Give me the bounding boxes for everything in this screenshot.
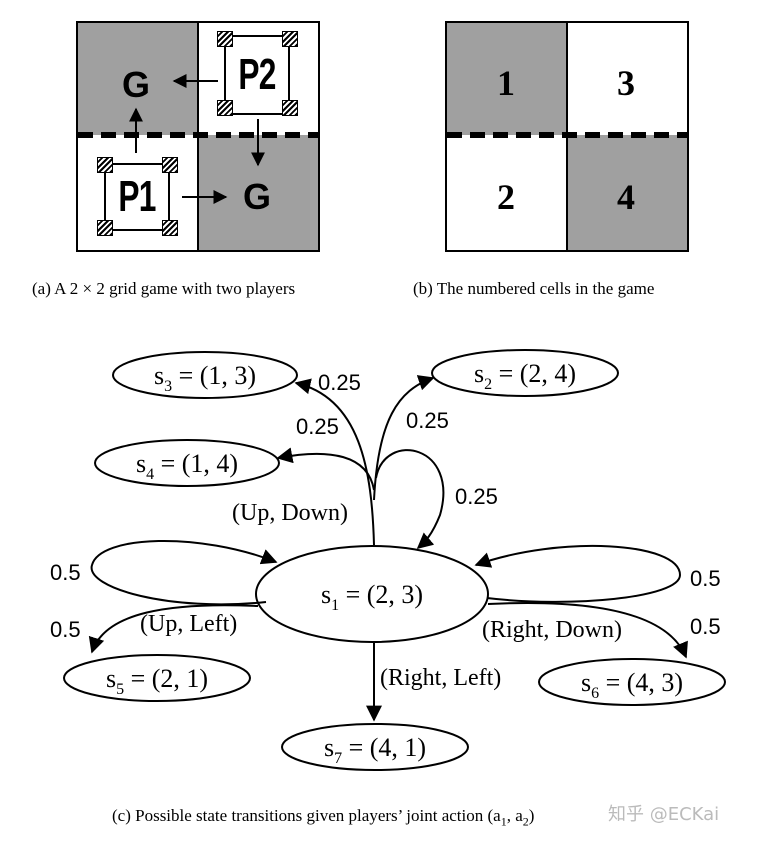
- grid-barrier-dashed: [78, 132, 318, 138]
- action-right-left-label: (Right, Left): [380, 665, 501, 691]
- player1-label: P1: [118, 172, 156, 221]
- state-s3-label: s3 = (1, 3): [154, 361, 256, 395]
- player2-label: P2: [238, 50, 276, 99]
- state-s2-label: s2 = (2, 4): [474, 359, 576, 393]
- grid-game: G G P2 P1: [76, 21, 320, 252]
- wheel-icon: [97, 220, 113, 236]
- caption-c-text: (c) Possible state transitions given pla…: [112, 806, 501, 825]
- edge-s1-to-s6: [487, 602, 688, 659]
- prob-to-s6: 0.5: [690, 614, 721, 639]
- state-s4-label: s4 = (1, 4): [136, 449, 238, 483]
- wheel-icon: [162, 157, 178, 173]
- state-s5-node: [63, 654, 251, 702]
- state-s7-label: s7 = (4, 1): [324, 733, 426, 767]
- prob-to-s4: 0.25: [296, 414, 339, 439]
- state-s6-node: [538, 658, 726, 706]
- edge-s1-to-s5: [88, 604, 259, 654]
- cell-number-4: 4: [617, 177, 635, 217]
- state-s2-node: [431, 349, 619, 397]
- cell-number-3: 3: [617, 63, 635, 103]
- caption-c-end: ): [528, 806, 535, 825]
- edge-s1-self-up-down: [375, 449, 445, 550]
- player2-robot: P2: [224, 35, 290, 115]
- cell-1: [447, 23, 567, 135]
- watermark: 知乎 @ECKai: [608, 804, 720, 825]
- edge-s1-to-s3: [294, 378, 375, 546]
- caption-c: (c) Possible state transitions given pla…: [112, 806, 534, 831]
- player1-robot: P1: [104, 163, 170, 231]
- goal-label-top: G: [122, 64, 151, 105]
- prob-to-s3: 0.25: [318, 370, 361, 395]
- caption-a: (a) A 2 × 2 grid game with two players: [32, 279, 296, 298]
- cell-4: [567, 135, 687, 250]
- caption-c-sub2: 2: [522, 814, 529, 829]
- numbered-grid: 1 3 2 4: [445, 21, 689, 252]
- prob-self-up-down: 0.25: [455, 484, 498, 509]
- prob-self-right-down: 0.5: [690, 566, 721, 591]
- caption-b: (b) The numbered cells in the game: [413, 279, 655, 298]
- wheel-icon: [282, 31, 298, 47]
- caption-c-sep: , a: [506, 806, 523, 825]
- wheel-icon: [217, 31, 233, 47]
- wheel-icon: [162, 220, 178, 236]
- wheel-icon: [282, 100, 298, 116]
- action-up-down-label: (Up, Down): [232, 500, 348, 526]
- edge-s1-self-up-left: [90, 539, 278, 606]
- edge-s1-self-right-down: [474, 544, 682, 603]
- prob-self-up-left: 0.5: [50, 560, 81, 585]
- action-up-left-label: (Up, Left): [140, 611, 237, 637]
- state-s1-node: [255, 545, 489, 643]
- grid-barrier-dashed: [447, 132, 687, 138]
- prob-to-s5: 0.5: [50, 617, 81, 642]
- state-s7-node: [281, 723, 469, 771]
- move-arrows: [129, 74, 265, 204]
- edge-s1-to-s4: [276, 447, 375, 491]
- goal-label-bottom: G: [243, 176, 272, 217]
- cell-number-1: 1: [497, 63, 515, 103]
- edge-s1-to-s2: [373, 375, 435, 501]
- cell-number-2: 2: [497, 177, 515, 217]
- prob-to-s2: 0.25: [406, 408, 449, 433]
- action-right-down-label: (Right, Down): [482, 617, 622, 643]
- state-s5-label: s5 = (2, 1): [106, 664, 208, 698]
- wheel-icon: [217, 100, 233, 116]
- wheel-icon: [97, 157, 113, 173]
- caption-c-sub1: 1: [500, 814, 507, 829]
- state-s1-label: s1 = (2, 3): [321, 580, 423, 614]
- state-s3-node: [112, 351, 298, 399]
- state-s6-label: s6 = (4, 3): [581, 668, 683, 702]
